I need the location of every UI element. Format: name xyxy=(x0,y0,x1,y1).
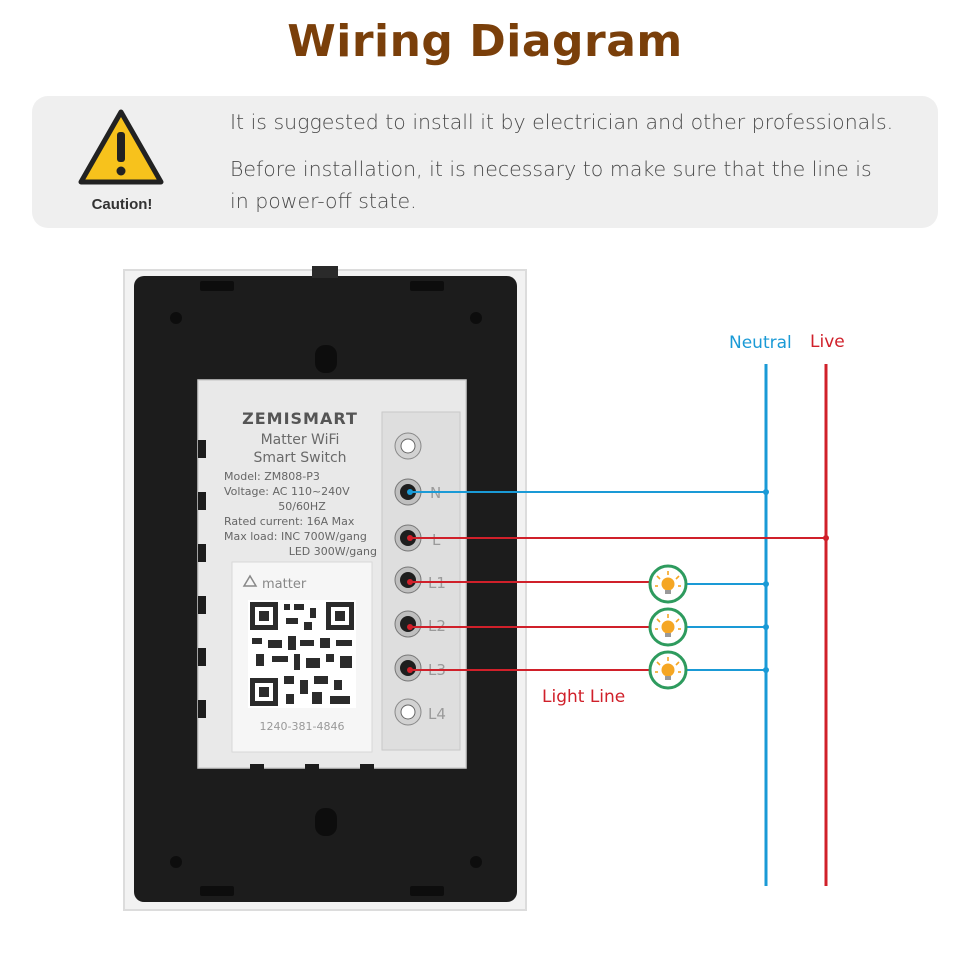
terminal-screws xyxy=(394,432,422,726)
spec-load-inc: Max load: INC 700W/gang xyxy=(224,530,367,543)
wire-l xyxy=(407,535,829,541)
terminal-screw xyxy=(394,610,422,638)
spec-load-led: LED 300W/gang xyxy=(289,545,377,558)
notice-line-2: Before installation, it is necessary to … xyxy=(230,157,872,213)
terminal-screw xyxy=(394,432,422,460)
qr-code-icon xyxy=(248,600,356,708)
light-circuit-l3 xyxy=(407,667,769,673)
light-bulb-icon xyxy=(648,564,688,604)
spec-frequency: 50/60HZ xyxy=(278,500,326,513)
light-line-label: Light Line xyxy=(542,687,625,707)
spec-voltage: Voltage: AC 110~240V xyxy=(224,485,350,498)
terminal-label-l4: L4 xyxy=(428,705,446,723)
matter-label: matter xyxy=(262,577,307,592)
warning-triangle-icon xyxy=(78,109,164,185)
light-bulb-icon xyxy=(648,607,688,647)
product-name-line1: Matter WiFi xyxy=(261,432,340,448)
light-bulb-icon xyxy=(648,650,688,690)
top-clip xyxy=(312,266,338,278)
spec-model: Model: ZM808-P3 xyxy=(224,470,320,483)
caution-label: Caution! xyxy=(91,196,153,213)
notice-line-1: It is suggested to install it by electri… xyxy=(230,110,894,134)
brand-label: ZEMISMART xyxy=(242,409,358,428)
wire-n xyxy=(407,489,769,495)
matter-logo-icon xyxy=(242,574,258,587)
panel-holes xyxy=(170,281,482,896)
qr-code-number: 1240-381-4846 xyxy=(260,720,345,733)
live-label: Live xyxy=(810,332,845,352)
terminal-label-l: L xyxy=(432,531,441,549)
neutral-label: Neutral xyxy=(729,333,792,353)
spec-current: Rated current: 16A Max xyxy=(224,515,355,528)
page-title: Wiring Diagram xyxy=(287,16,683,67)
light-circuit-l2 xyxy=(407,624,769,630)
terminal-screw xyxy=(394,698,422,726)
caution-box: Caution! It is suggested to install it b… xyxy=(32,96,938,228)
product-name-line2: Smart Switch xyxy=(253,450,346,466)
module-notches xyxy=(198,440,374,772)
light-circuit-l1 xyxy=(407,579,769,587)
